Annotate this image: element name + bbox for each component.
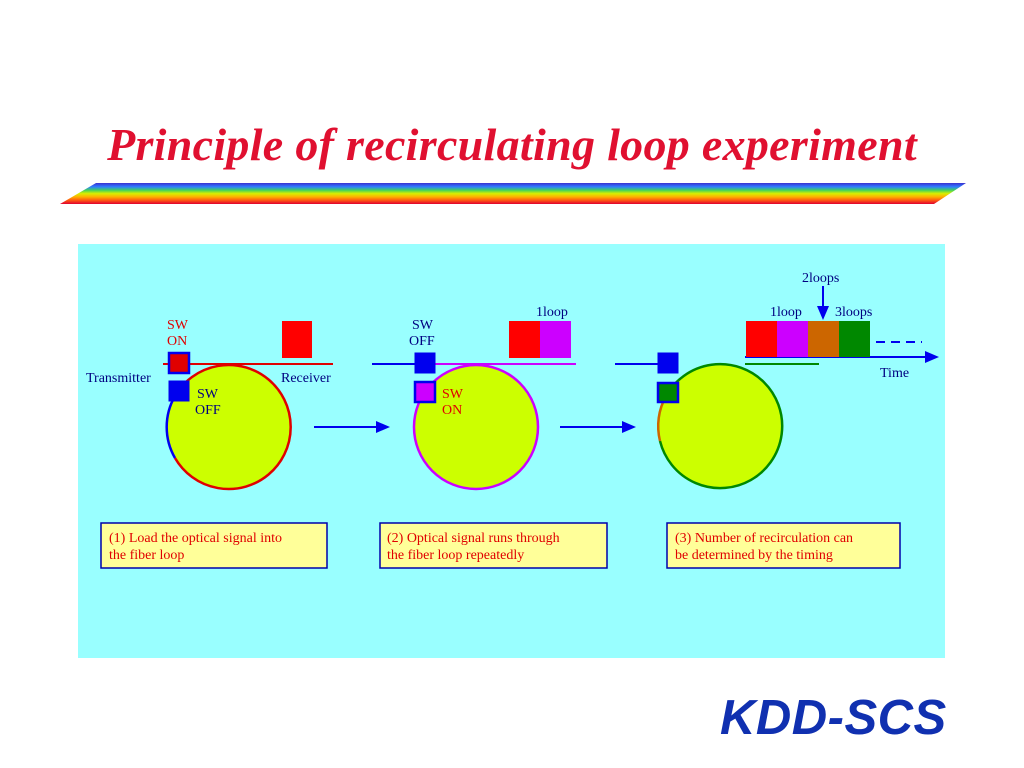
stage-2-circulate: 1loop SW OFF SW ON: [372, 305, 576, 491]
fiber-loop-outline-green: [658, 362, 784, 490]
caption-box-2: (2) Optical signal runs through the fibe…: [379, 522, 608, 569]
sw-bottom-line2: ON: [442, 403, 462, 418]
caption-3-line2: be determined by the timing: [675, 548, 833, 563]
transmitter-label: Transmitter: [86, 371, 151, 386]
switch-box-top: [657, 352, 679, 374]
pulse-label-3loops: 3loops: [835, 305, 872, 320]
caption-box-3: (3) Number of recirculation can be deter…: [666, 522, 901, 569]
switch-on-box: [167, 351, 191, 375]
switch-off-box: [414, 352, 436, 374]
receiver-label: Receiver: [281, 371, 331, 386]
pulse-label-1loop: 1loop: [536, 305, 568, 320]
sw-top-line1: SW: [412, 318, 434, 333]
sw-top-line2: OFF: [409, 334, 435, 349]
caption-1-line1: (1) Load the optical signal into: [109, 531, 282, 546]
sw-bottom-line1: SW: [197, 387, 219, 402]
recirculating-loop-diagram: SW ON SW OFF Transmitter Receiver 1loop …: [86, 271, 939, 569]
fiber-loop: [412, 363, 540, 491]
fiber-loop: [658, 365, 782, 489]
fiber-loop-outline-red: [173, 363, 292, 491]
time-axis-label: Time: [880, 366, 909, 381]
sw-top-line1: SW: [167, 318, 189, 333]
sw-bottom-line2: OFF: [195, 403, 221, 418]
signal-pulse-0: [746, 321, 777, 357]
sw-bottom-line1: SW: [442, 387, 464, 402]
stage-3-timing: 1loop 2loops 3loops Time: [615, 271, 939, 490]
stage-arrow-1: [314, 421, 390, 433]
diagram-panel: SW ON SW OFF Transmitter Receiver 1loop …: [78, 244, 945, 658]
fiber-loop-outline-blue: [165, 395, 177, 459]
signal-pulse: [282, 321, 312, 358]
signal-pulse-2: [808, 321, 839, 357]
fiber-loop: [167, 365, 291, 489]
time-axis-arrowhead: [925, 351, 939, 363]
signal-pulse-1: [777, 321, 808, 357]
caption-2-line1: (2) Optical signal runs through: [387, 531, 560, 546]
pointer-arrowhead-2loops: [817, 306, 829, 320]
signal-pulse-0: [509, 321, 540, 358]
pulse-label-1loop: 1loop: [770, 305, 802, 320]
switch-off-box: [168, 380, 190, 402]
caption-1-line2: the fiber loop: [109, 548, 184, 563]
stage-1-load: SW ON SW OFF Transmitter Receiver: [86, 318, 333, 491]
stage-arrow-2: [560, 421, 636, 433]
switch-on-box: [413, 380, 437, 404]
sw-top-line2: ON: [167, 334, 187, 349]
company-logo: KDD-SCS: [720, 691, 947, 745]
caption-2-line2: the fiber loop repeatedly: [387, 548, 524, 563]
rainbow-divider: [60, 183, 966, 204]
signal-pulse-3: [839, 321, 870, 357]
switch-box-bottom: [656, 381, 680, 404]
pulse-label-2loops: 2loops: [802, 271, 839, 286]
caption-3-line1: (3) Number of recirculation can: [675, 531, 853, 546]
page-title: Principle of recirculating loop experime…: [107, 119, 917, 170]
caption-box-1: (1) Load the optical signal into the fib…: [100, 522, 328, 569]
signal-pulse-1: [540, 321, 571, 358]
